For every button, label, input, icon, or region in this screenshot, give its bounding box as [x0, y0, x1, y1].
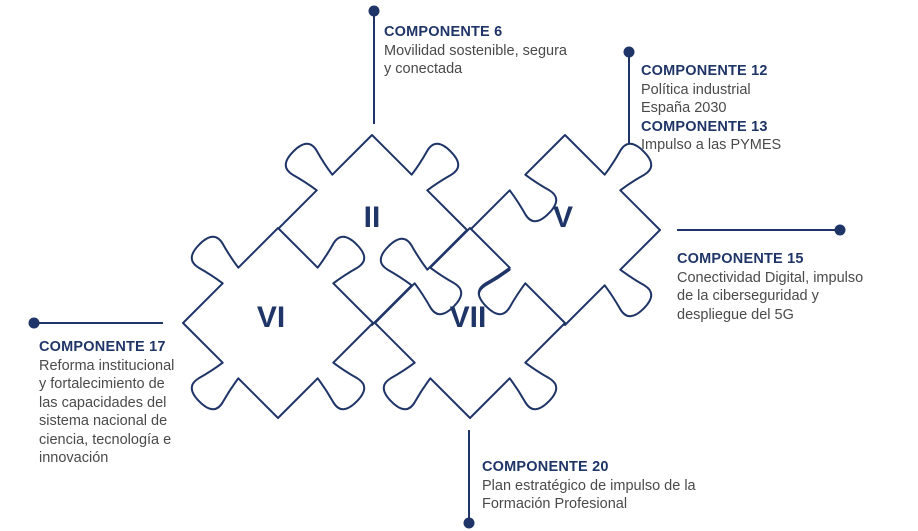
component-20-title: COMPONENTE 20 [482, 459, 609, 475]
numeral-v: V [553, 201, 573, 234]
puzzle-piece-v [469, 134, 661, 326]
component-15-description: Conectividad Digital, impulso de la cibe… [677, 269, 864, 323]
numeral-vii: VII [450, 301, 487, 334]
numeral-vi: VI [257, 301, 285, 334]
component-6-description: Movilidad sostenible, segura y conectada [384, 42, 567, 78]
component-12-description: Política industrial España 2030 [641, 81, 751, 117]
component-12-title: COMPONENTE 12 [641, 63, 768, 79]
dot-c6 [368, 5, 380, 17]
component-6-title: COMPONENTE 6 [384, 24, 503, 40]
dot-c20 [463, 517, 475, 529]
component-13-title: COMPONENTE 13 [641, 118, 768, 135]
component-17-title: COMPONENTE 17 [39, 339, 166, 355]
component-6-label: COMPONENTE 6 Movilidad sostenible, segur… [384, 23, 567, 79]
component-15-label: COMPONENTE 15 Conectividad Digital, impu… [677, 250, 863, 324]
dot-c15 [834, 224, 846, 236]
numerals: II V VI VII [257, 201, 573, 334]
component-12-label: COMPONENTE 12 Política industrial España… [641, 62, 781, 155]
component-20-description: Plan estratégico de impulso de la Formac… [482, 477, 696, 513]
puzzle-piece-vii [374, 227, 566, 419]
puzzle-pieces [182, 134, 661, 419]
component-13-description: Impulso a las PYMES [641, 137, 782, 153]
dot-c12 [623, 46, 635, 58]
puzzle-piece-vi [182, 227, 374, 419]
component-20-label: COMPONENTE 20 Plan estratégico de impuls… [482, 458, 696, 514]
component-17-description: Reforma institucional y fortalecimiento … [39, 357, 175, 467]
connectors [28, 5, 846, 529]
dot-c17 [28, 317, 40, 329]
component-17-label: COMPONENTE 17 Reforma institucional y fo… [39, 338, 174, 468]
numeral-ii: II [364, 201, 381, 234]
component-15-title: COMPONENTE 15 [677, 251, 804, 267]
